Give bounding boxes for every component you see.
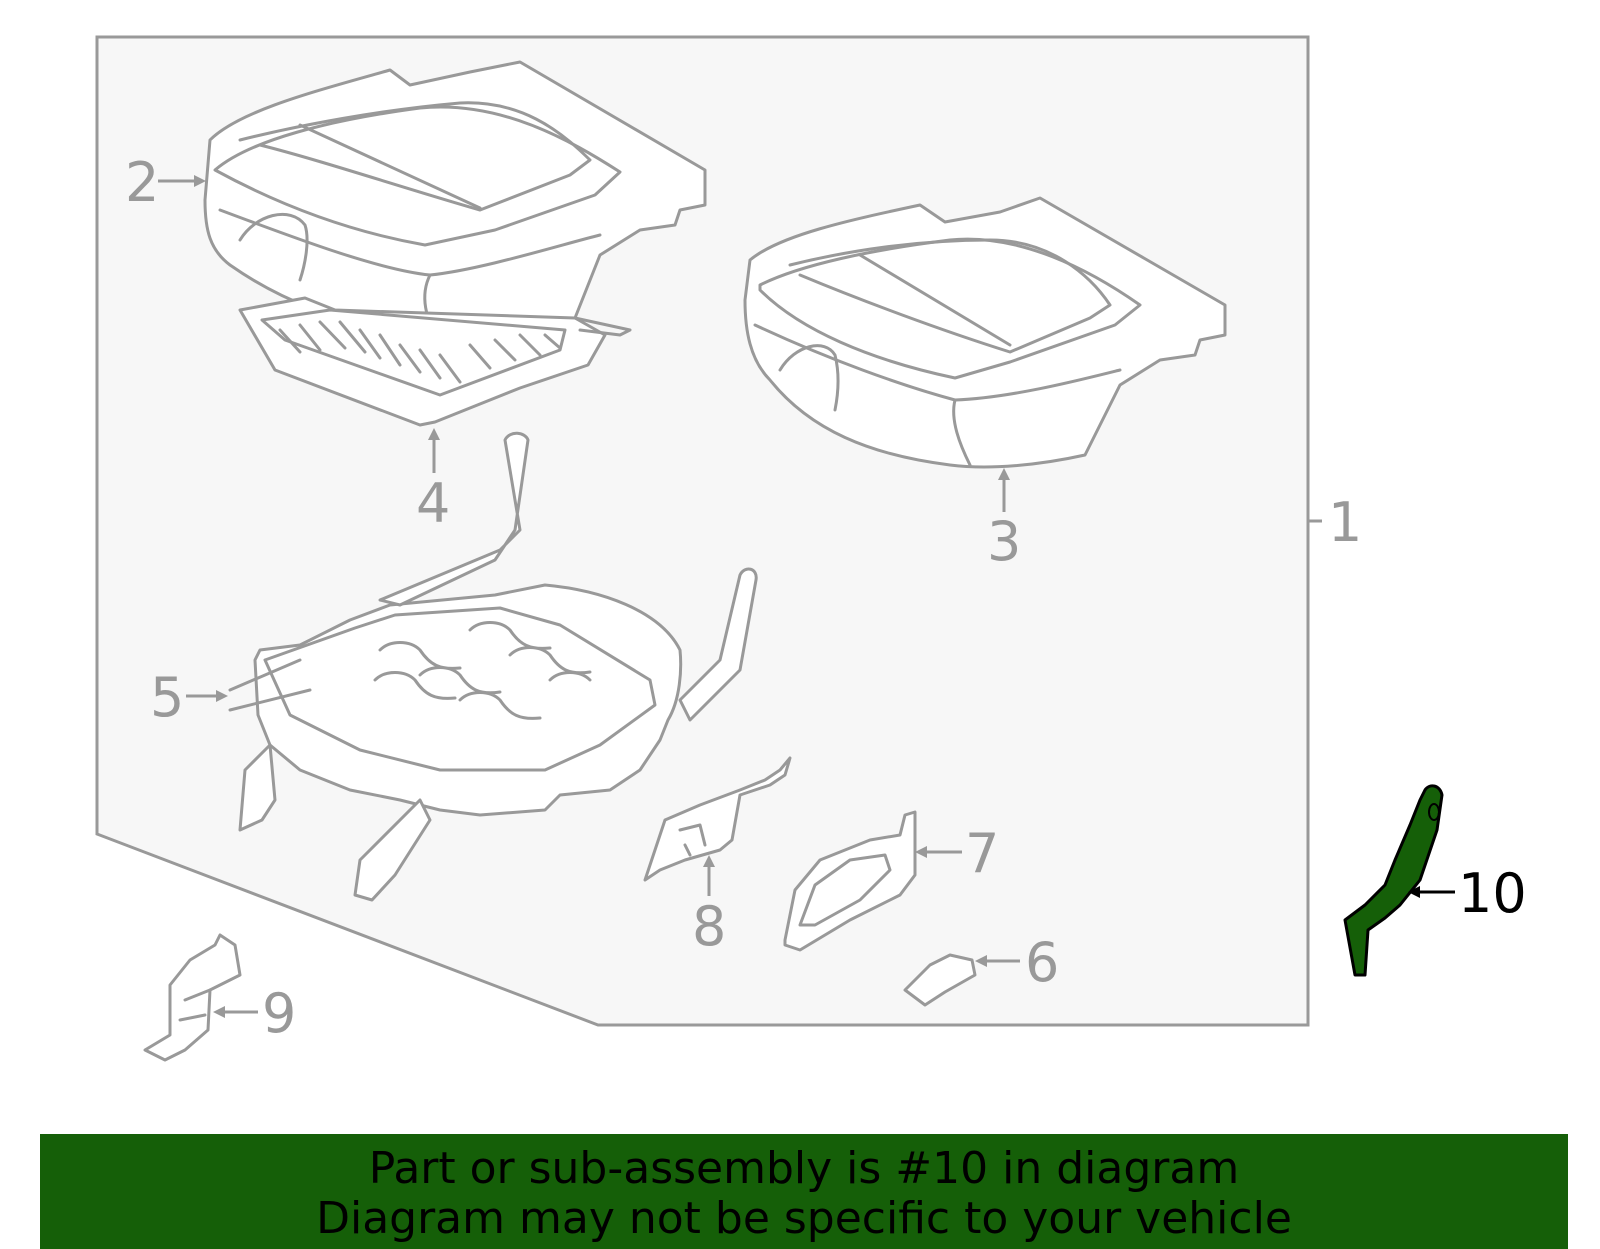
callout-1: 1 bbox=[1308, 491, 1362, 554]
part-7-side-shield bbox=[783, 810, 917, 952]
part-5-seat-frame bbox=[228, 431, 758, 902]
banner-line-2: Diagram may not be specific to your vehi… bbox=[316, 1193, 1292, 1244]
callout-4: 4 bbox=[416, 428, 450, 535]
callout-2: 2 bbox=[125, 151, 206, 214]
part-3-cushion-cover bbox=[743, 196, 1227, 469]
callout-8: 8 bbox=[692, 855, 726, 958]
callout-label-3: 3 bbox=[987, 510, 1021, 573]
part-2-cushion-cover bbox=[203, 60, 707, 343]
callout-label-2: 2 bbox=[125, 151, 159, 214]
part-10-trim-cover bbox=[1343, 784, 1444, 977]
part-4-heater-mat bbox=[238, 296, 632, 427]
part-8-bracket bbox=[643, 756, 792, 882]
callout-7: 7 bbox=[915, 822, 999, 885]
callout-9: 9 bbox=[213, 982, 296, 1045]
callout-6: 6 bbox=[975, 931, 1059, 994]
part-info-banner: Part or sub-assembly is #10 in diagram D… bbox=[40, 1134, 1568, 1249]
callout-label-6: 6 bbox=[1025, 931, 1059, 994]
callout-3: 3 bbox=[987, 468, 1021, 573]
callout-label-8: 8 bbox=[692, 895, 726, 958]
callout-label-10: 10 bbox=[1458, 862, 1527, 925]
part-9-hinge-bracket bbox=[143, 933, 242, 1062]
banner-line-1: Part or sub-assembly is #10 in diagram bbox=[368, 1143, 1240, 1194]
part-6-cap bbox=[903, 953, 977, 1007]
callout-5: 5 bbox=[150, 666, 228, 729]
callout-label-1: 1 bbox=[1328, 491, 1362, 554]
callout-label-5: 5 bbox=[150, 666, 184, 729]
callout-label-4: 4 bbox=[416, 472, 450, 535]
callout-label-9: 9 bbox=[262, 982, 296, 1045]
callout-label-7: 7 bbox=[965, 822, 999, 885]
callout-10: 10 bbox=[1408, 862, 1527, 925]
